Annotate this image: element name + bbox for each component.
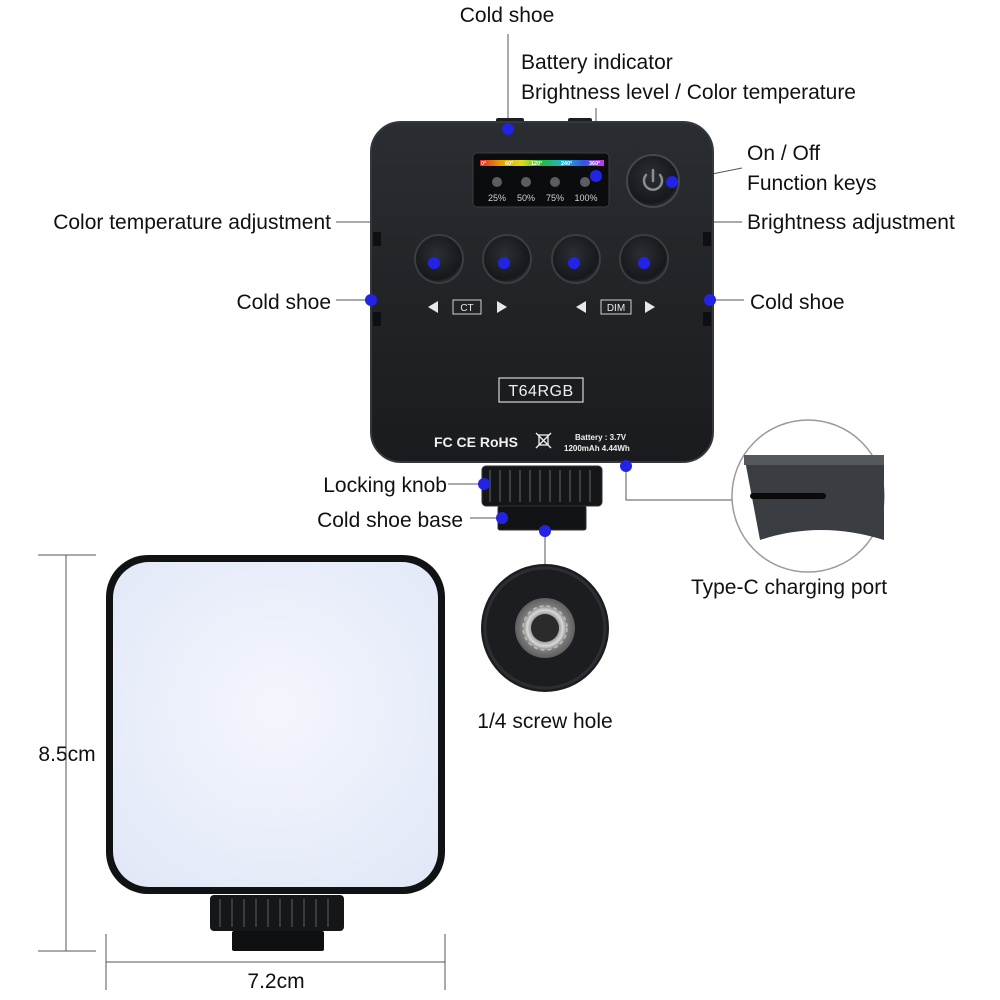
- label-cold-shoe-top: Cold shoe: [460, 4, 555, 27]
- marker-brightness-color: [590, 170, 602, 182]
- label-cold-shoe-left: Cold shoe: [236, 291, 331, 314]
- type-c-zoom: [731, 419, 885, 573]
- dimension-lines: [38, 554, 446, 990]
- triangle-right-icon: [645, 301, 655, 313]
- marker-ct-up: [498, 257, 510, 269]
- level-label-50: 50%: [517, 193, 535, 203]
- device-body: [370, 121, 714, 463]
- label-type-c: Type-C charging port: [691, 576, 887, 599]
- marker-dim-down: [568, 257, 580, 269]
- marker-cold-shoe-top: [502, 123, 514, 135]
- certification-marks: FC CE RoHS: [434, 434, 518, 450]
- label-brightness-adjust: Brightness adjustment: [747, 211, 955, 234]
- triangle-left-icon: [576, 301, 586, 313]
- front-locking-knob: [210, 895, 344, 931]
- front-cold-shoe-base: [232, 931, 324, 951]
- color-temp-down-button[interactable]: [414, 234, 464, 284]
- level-led-25: [492, 177, 502, 187]
- battery-spec-line2: 1200mAh 4.44Wh: [564, 444, 630, 453]
- label-cold-shoe-base: Cold shoe base: [317, 509, 463, 532]
- power-icon: [642, 168, 664, 191]
- marker-ct-down: [428, 257, 440, 269]
- leader-type-c: [625, 466, 736, 501]
- side-slot-left-lower: [373, 312, 381, 326]
- hue-label-240: 240°: [561, 161, 572, 167]
- marker-cold-shoe-base: [496, 512, 508, 524]
- level-label-25: 25%: [488, 193, 506, 203]
- model-name: T64RGB: [508, 383, 573, 400]
- side-slot-right-lower: [703, 312, 711, 326]
- dim-label-box: [600, 299, 632, 315]
- hue-label-0: 0°: [481, 161, 486, 167]
- label-battery-indicator: Battery indicator: [521, 51, 673, 74]
- side-slot-right-upper: [703, 232, 711, 246]
- device-back-view: 0° 60° 120° 240° 360° 25% 50% 75% 100%: [370, 118, 714, 531]
- hue-label-120: 120°: [531, 161, 542, 167]
- marker-screw-hole: [539, 525, 551, 537]
- side-slot-left-upper: [373, 232, 381, 246]
- level-led-50: [521, 177, 531, 187]
- weee-bin-icon: [535, 432, 552, 449]
- knob-ridges: [489, 470, 591, 502]
- marker-locking-knob: [478, 478, 490, 490]
- level-led-100: [580, 177, 590, 187]
- marker-cold-shoe-right: [704, 294, 716, 306]
- power-button[interactable]: [626, 154, 680, 208]
- triangle-left-icon: [428, 301, 438, 313]
- width-dimension: 7.2cm: [247, 970, 304, 993]
- label-brightness-color: Brightness level / Color temperature: [521, 81, 856, 104]
- ct-label-box: [452, 299, 482, 315]
- type-c-port-slot: [750, 493, 826, 499]
- led-panel: [113, 562, 438, 887]
- label-locking-knob: Locking knob: [323, 474, 447, 497]
- ct-label: CT: [460, 303, 473, 314]
- model-badge: [498, 377, 584, 403]
- device-front-view: [106, 555, 445, 951]
- marker-cold-shoe-left: [365, 294, 377, 306]
- label-on-off: On / Off: [747, 142, 820, 165]
- dim-label: DIM: [607, 303, 625, 314]
- indicator-display: [472, 152, 610, 208]
- label-screw-hole: 1/4 screw hole: [477, 710, 612, 733]
- level-label-75: 75%: [546, 193, 564, 203]
- label-color-temp-adjust: Color temperature adjustment: [53, 211, 331, 234]
- battery-spec-line1: Battery : 3.7V: [575, 433, 627, 442]
- marker-on-off: [666, 176, 678, 188]
- marker-type-c: [620, 460, 632, 472]
- level-led-75: [550, 177, 560, 187]
- marker-dim-up: [638, 257, 650, 269]
- level-label-100: 100%: [574, 193, 597, 203]
- hue-rainbow-bar: [480, 160, 604, 166]
- callout-markers: [365, 123, 716, 537]
- height-dimension: 8.5cm: [38, 743, 95, 766]
- label-cold-shoe-right: Cold shoe: [750, 291, 845, 314]
- front-knob-ridges: [219, 899, 329, 927]
- hue-label-60: 60°: [505, 161, 513, 167]
- triangle-right-icon: [497, 301, 507, 313]
- label-function-keys: Function keys: [747, 172, 877, 195]
- screw-hole-zoom: [481, 564, 609, 692]
- hue-label-360: 360°: [589, 161, 600, 167]
